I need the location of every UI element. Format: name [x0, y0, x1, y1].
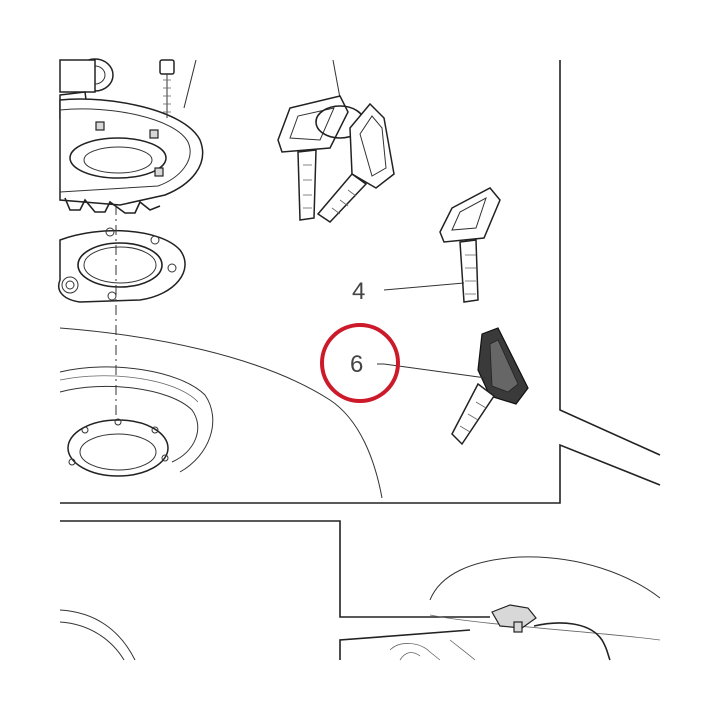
lower-detail-panel [59, 556, 661, 661]
leader-line-6 [383, 363, 487, 379]
leader-line-4 [383, 282, 465, 291]
gasket-ring [58, 227, 186, 303]
key-pair-on-ring [277, 59, 395, 223]
key-item-4 [439, 187, 501, 303]
key-item-6 [451, 327, 529, 446]
panel-borders [60, 60, 661, 660]
callout-label-6: 6 [350, 351, 363, 378]
highlight-circle [320, 323, 400, 403]
callout-label-4: 4 [352, 278, 365, 305]
fuel-tank-outline [59, 327, 383, 499]
filler-cap-assembly [59, 58, 204, 214]
tank-opening [59, 366, 214, 477]
